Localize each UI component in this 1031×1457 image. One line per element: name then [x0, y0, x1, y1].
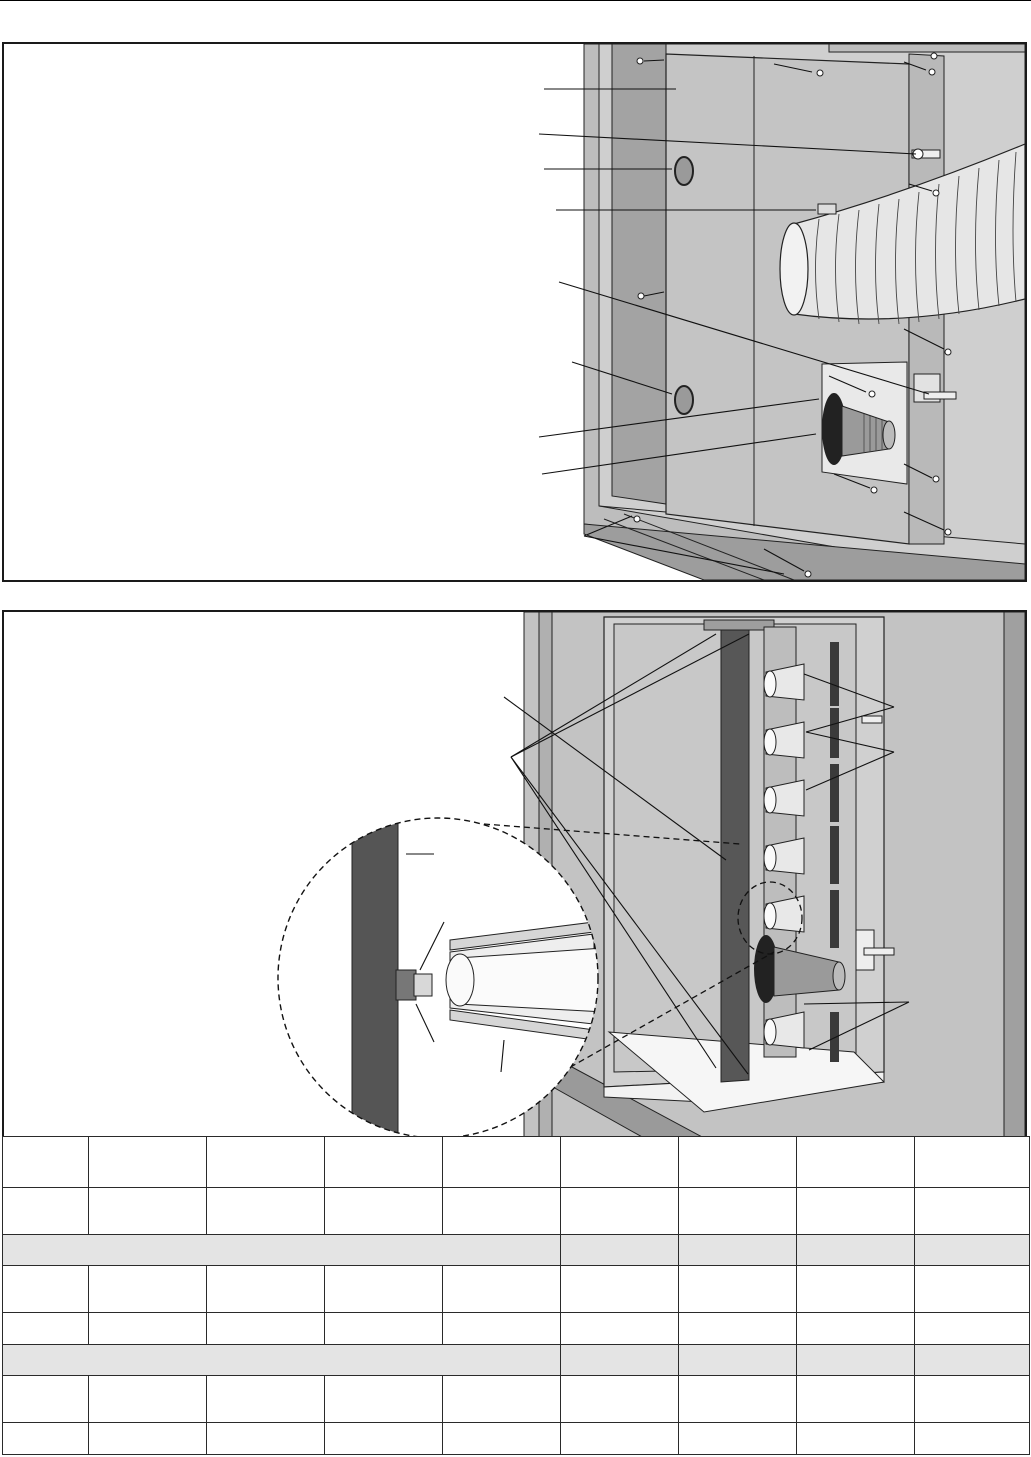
- vent-slots: [830, 642, 839, 1062]
- callout-lines-2: [503, 633, 910, 1075]
- vertical-support-bar: [720, 619, 750, 1083]
- table-band-cell: [796, 1234, 915, 1266]
- table-band-cell: [560, 1344, 679, 1376]
- wall-sleeve-interior-illustration: [277, 612, 1025, 1136]
- table-cell: [206, 1136, 325, 1188]
- table-cell: [442, 1187, 561, 1235]
- table-band-cell: [2, 1344, 561, 1376]
- table-cell: [88, 1187, 207, 1235]
- screws: [633, 52, 952, 578]
- sleeve-left-wall: [611, 44, 667, 505]
- table-cell: [324, 1422, 443, 1455]
- table-cell: [88, 1265, 207, 1313]
- table-header-row: [2, 1136, 1030, 1188]
- table-band-row: [2, 1344, 1030, 1376]
- zoom-connector: [483, 823, 803, 1083]
- table-row: [2, 1422, 1030, 1455]
- table-cell: [678, 1422, 797, 1455]
- table-cell: [324, 1187, 443, 1235]
- table-cell: [914, 1265, 1030, 1313]
- table-band-row: [2, 1234, 1030, 1266]
- table-cell: [560, 1187, 679, 1235]
- specification-table: [2, 1136, 1030, 1455]
- table-cell: [2, 1187, 89, 1235]
- table-cell: [88, 1422, 207, 1455]
- table-band-cell: [678, 1234, 797, 1266]
- flexible-duct: [779, 143, 1025, 325]
- table-band-cell: [2, 1234, 561, 1266]
- table-cell: [560, 1375, 679, 1423]
- table-cell: [206, 1422, 325, 1455]
- table-cell: [678, 1187, 797, 1235]
- table-cell: [206, 1187, 325, 1235]
- table-cell: [796, 1187, 915, 1235]
- table-cell: [88, 1375, 207, 1423]
- fastener-pin: [911, 148, 957, 403]
- table-cell: [206, 1375, 325, 1423]
- table-cell: [324, 1312, 443, 1345]
- callout-lines: [538, 59, 945, 575]
- table-cell: [560, 1312, 679, 1345]
- top-rule: [0, 0, 1031, 1]
- table-cell: [914, 1375, 1030, 1423]
- table-band-cell: [914, 1234, 1030, 1266]
- table-cell: [796, 1312, 915, 1345]
- table-cell: [442, 1265, 561, 1313]
- table-band-cell: [914, 1344, 1030, 1376]
- table-cell: [2, 1265, 89, 1313]
- table-cell: [206, 1312, 325, 1345]
- table-cell: [442, 1422, 561, 1455]
- table-cell: [914, 1312, 1030, 1345]
- table-band-cell: [678, 1344, 797, 1376]
- figure-wall-sleeve-interior: [2, 610, 1027, 1136]
- sleeve-floor: [583, 523, 1025, 580]
- table-cell: [2, 1312, 89, 1345]
- table-row: [2, 1265, 1030, 1313]
- table-row: [2, 1312, 1030, 1345]
- table-cell: [2, 1375, 89, 1423]
- drain-spud: [822, 393, 896, 465]
- table-cell: [324, 1265, 443, 1313]
- table-cell: [560, 1265, 679, 1313]
- table-cell: [442, 1312, 561, 1345]
- table-band-cell: [796, 1344, 915, 1376]
- table-cell: [2, 1422, 89, 1455]
- table-cell: [914, 1422, 1030, 1455]
- table-cell: [678, 1265, 797, 1313]
- table-cell: [560, 1422, 679, 1455]
- table-cell: [88, 1136, 207, 1188]
- access-hole-lower: [674, 385, 694, 415]
- table-cell: [206, 1265, 325, 1313]
- table-cell: [678, 1375, 797, 1423]
- table-cell: [88, 1312, 207, 1345]
- access-hole-upper: [674, 156, 694, 186]
- duct-adapter-illustration: [538, 44, 1025, 580]
- table-cell: [2, 1136, 89, 1188]
- table-cell: [914, 1136, 1030, 1188]
- table-cell: [678, 1136, 797, 1188]
- figure-duct-adapter: [2, 42, 1027, 582]
- table-cell: [324, 1136, 443, 1188]
- table-band-cell: [560, 1234, 679, 1266]
- table-cell: [560, 1136, 679, 1188]
- table-cell: [914, 1187, 1030, 1235]
- table-cell: [796, 1136, 915, 1188]
- detail-magnifier: [277, 817, 599, 1136]
- table-cell: [796, 1265, 915, 1313]
- table-row: [2, 1375, 1030, 1423]
- table-cell: [442, 1136, 561, 1188]
- table-cell: [796, 1375, 915, 1423]
- table-cell: [678, 1312, 797, 1345]
- table-cell: [324, 1375, 443, 1423]
- table-cell: [442, 1375, 561, 1423]
- table-cell: [796, 1422, 915, 1455]
- table-row: [2, 1187, 1030, 1235]
